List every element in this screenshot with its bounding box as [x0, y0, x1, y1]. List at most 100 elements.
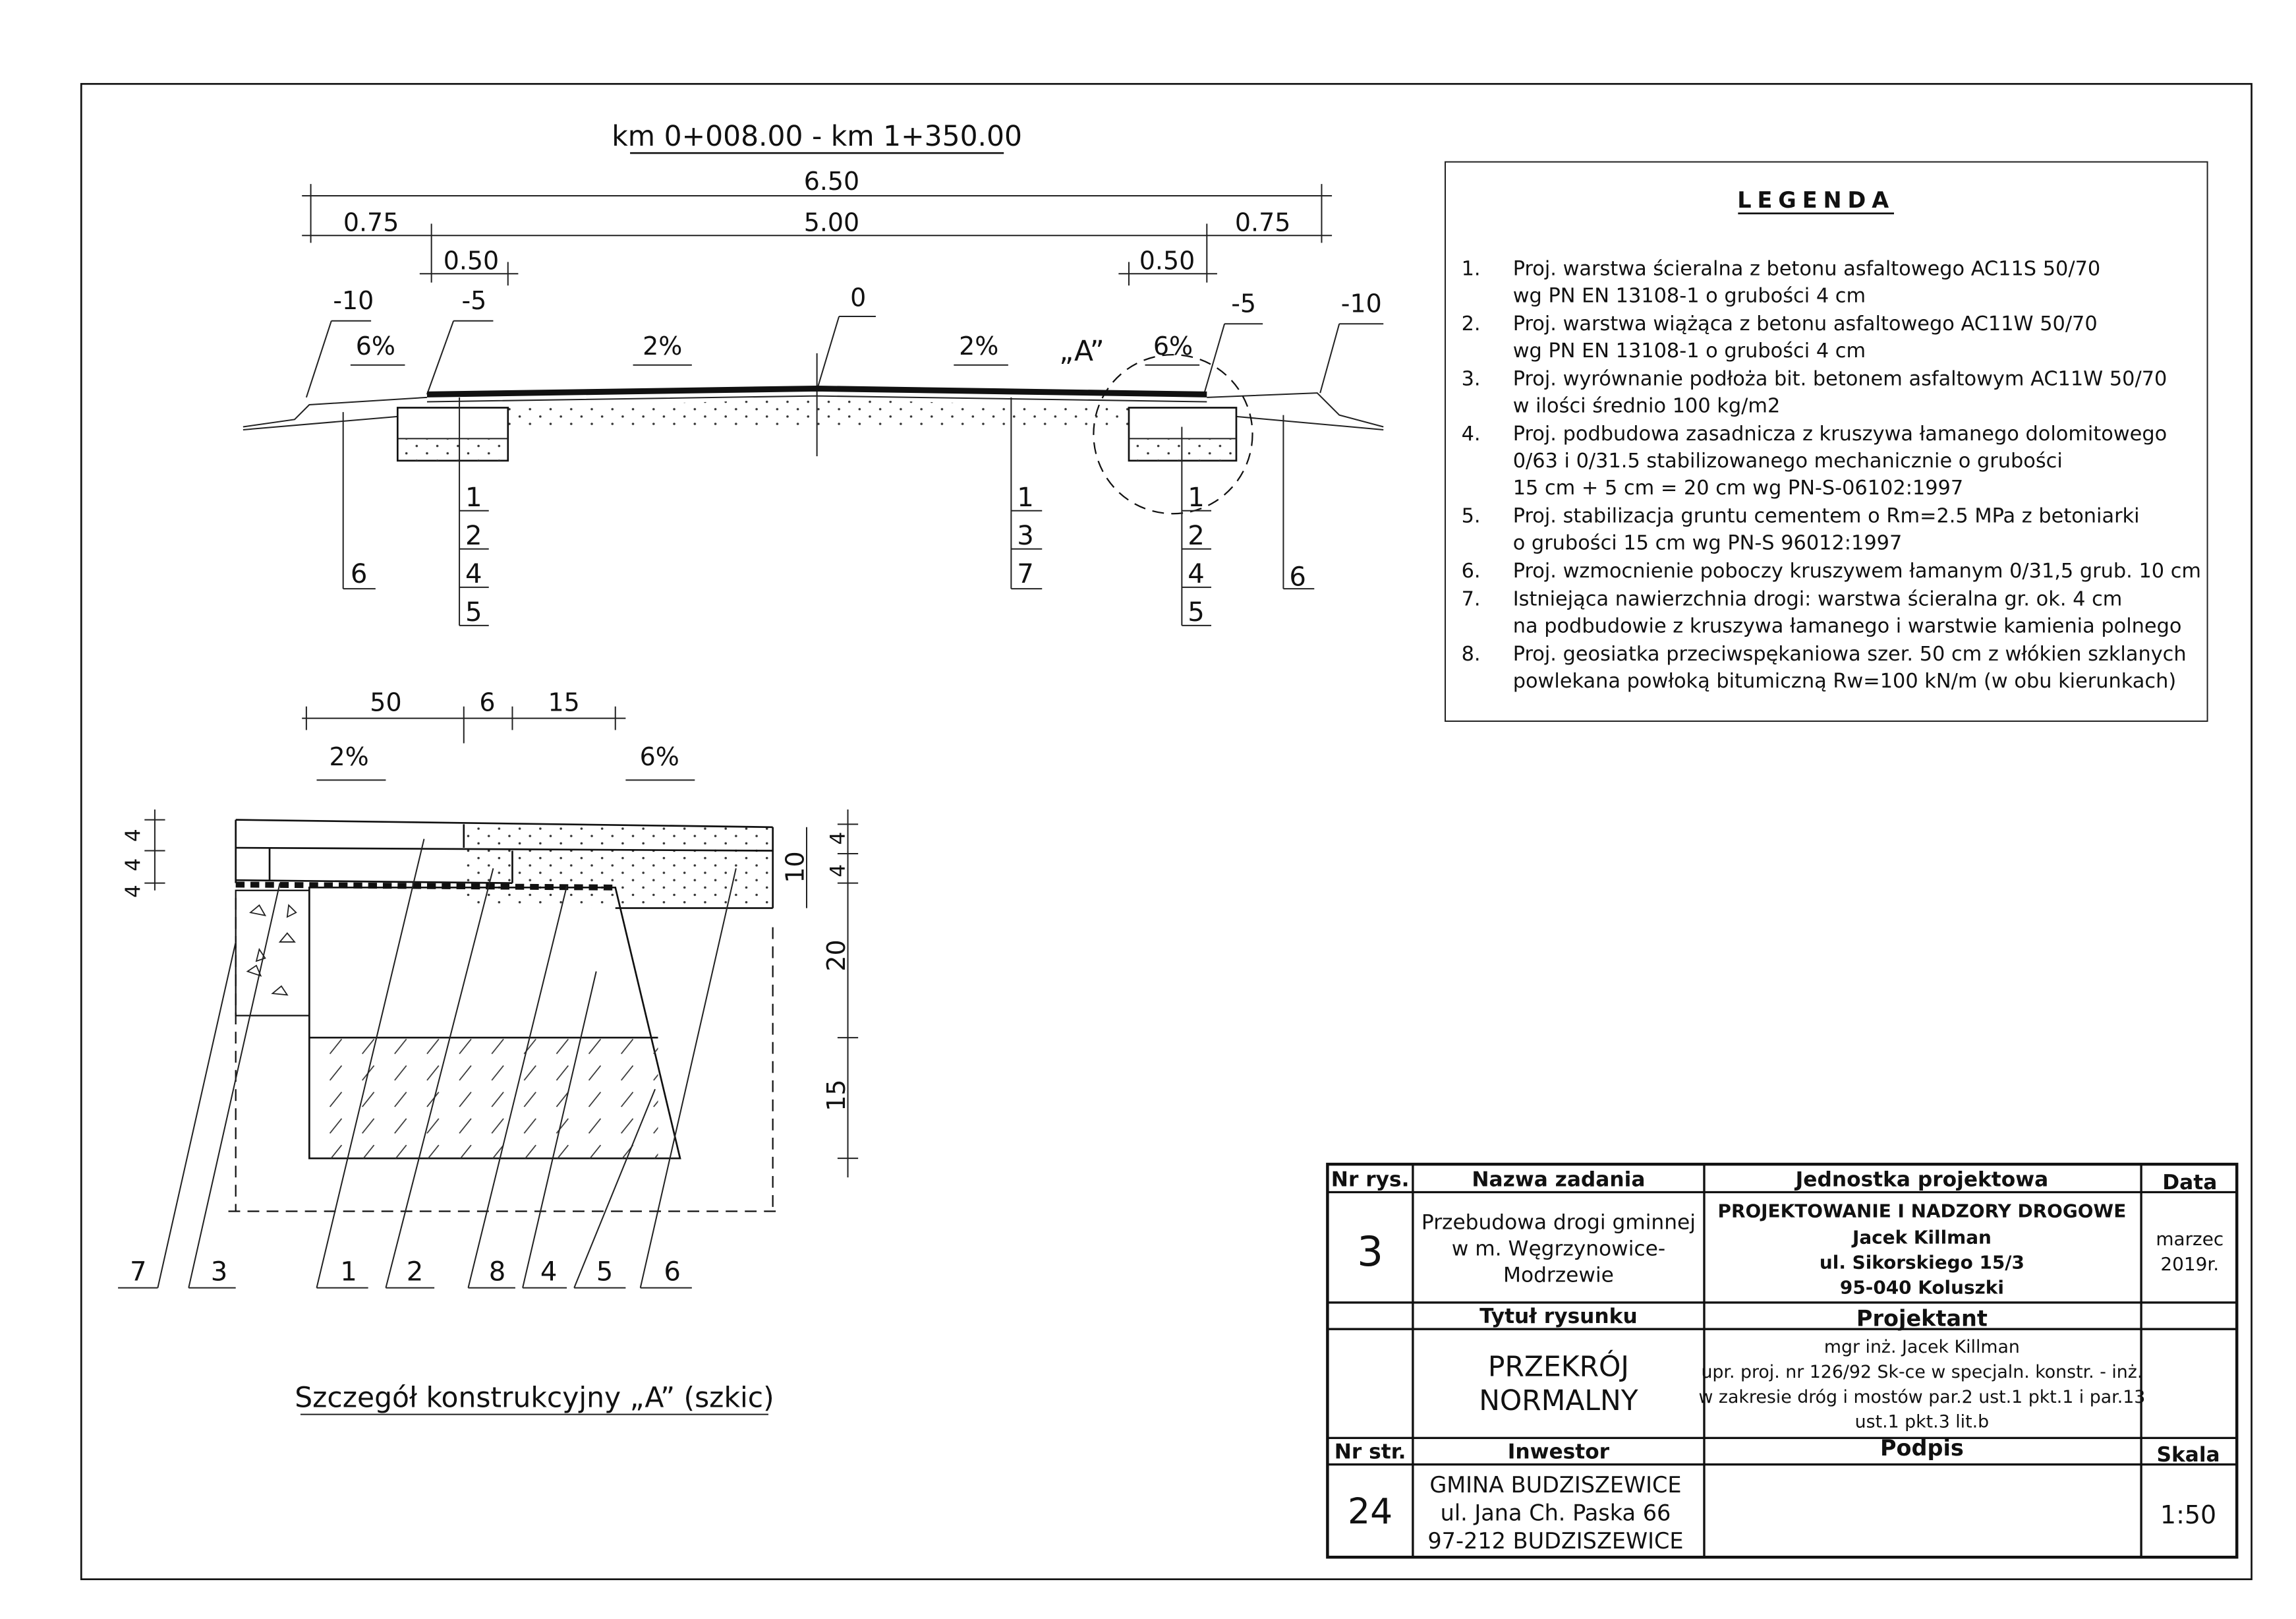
dim-total: 6.50	[804, 167, 859, 196]
elev-right-outer: -10	[1341, 289, 1382, 318]
detail-dim: 50	[370, 688, 401, 717]
legend: LEGENDA 1. Proj. warstwa ścieralna z beto…	[1445, 161, 2208, 722]
elev-left-outer: -10	[333, 286, 374, 315]
callouts: 1 2 4 5 6 1 3 7 1 2 4 5 6	[351, 483, 1306, 628]
legend-item-number: 4.	[1462, 423, 1481, 446]
tb-designer: upr. proj. nr 126/92 Sk-ce w specjaln. k…	[1701, 1362, 2142, 1382]
elev-left-inner: -5	[461, 286, 486, 315]
left-shoulder	[243, 396, 428, 430]
legend-item-text: w ilości średnio 100 kg/m2	[1513, 395, 1781, 418]
legend-item-text: powlekana powłoką bitumiczną Rw=100 kN/m…	[1513, 670, 2177, 693]
legend-item-text: o grubości 15 cm wg PN-S 96012:1997	[1513, 532, 1903, 555]
legend-item-text: Proj. wzmocnienie poboczy kruszywem łama…	[1513, 560, 2201, 583]
section-title: km 0+008.00 - km 1+350.00	[612, 121, 1022, 153]
callout: 6	[1289, 562, 1306, 593]
dim-shoulder-right: 0.75	[1235, 208, 1290, 237]
tb-header: Tytuł rysunku	[1479, 1305, 1638, 1328]
detail-callout: 3	[211, 1256, 228, 1287]
legend-item-text: Proj. wyrównanie podłoża bit. betonem as…	[1513, 368, 2167, 391]
legend-item-text: Proj. warstwa wiążąca z betonu asfaltowe…	[1513, 312, 2098, 336]
dim-shoulder-left: 0.75	[343, 208, 399, 237]
callout: 2	[465, 521, 482, 551]
road-surface	[426, 385, 1207, 397]
detail-dim-left: 4	[122, 829, 146, 842]
detail-callout: 4	[540, 1256, 558, 1287]
callout: 2	[1188, 521, 1205, 551]
legend-title: LEGENDA	[1737, 187, 1895, 213]
legend-item-number: 2.	[1462, 312, 1481, 336]
detail-dim-right: 20	[822, 939, 851, 971]
legend-item-text: na podbudowie z kruszywa łamanego i wars…	[1513, 615, 2182, 638]
detail-slope: 6%	[640, 742, 679, 771]
tb-unit: PROJEKTOWANIE I NADZORY DROGOWE	[1718, 1200, 2127, 1222]
dim-strip-right: 0.50	[1139, 247, 1195, 276]
legend-item-text: wg PN EN 13108-1 o grubości 4 cm	[1513, 285, 1866, 308]
tb-drawing-title: PRZEKRÓJ	[1488, 1350, 1629, 1384]
detail-marker: „A”	[1059, 336, 1105, 368]
dimension-lines	[302, 184, 1333, 286]
tb-unit: Jacek Killman	[1851, 1227, 1992, 1249]
elev-right-inner: -5	[1231, 289, 1256, 318]
legend-item-number: 6.	[1462, 560, 1481, 583]
tb-drawing-title: NORMALNY	[1479, 1385, 1638, 1417]
legend-item-number: 7.	[1462, 588, 1481, 611]
detail-dim-right: 15	[822, 1079, 851, 1111]
detail-callout: 2	[407, 1256, 424, 1287]
tb-date: marzec	[2156, 1228, 2224, 1250]
tb-header: Jednostka projektowa	[1794, 1168, 2049, 1192]
tb-header: Nr rys.	[1331, 1168, 1410, 1192]
detail-dim: 15	[548, 688, 579, 717]
legend-item-text: Proj. stabilizacja gruntu cementem o Rm=…	[1513, 505, 2140, 528]
tb-header: Skala	[2156, 1443, 2220, 1467]
tb-header: Podpis	[1880, 1435, 1964, 1461]
legend-item-text: 0/63 i 0/31.5 stabilizowanego mechaniczn…	[1513, 450, 2063, 473]
legend-item-number: 8.	[1462, 643, 1481, 666]
tb-header: Inwestor	[1508, 1440, 1610, 1464]
right-shoulder	[1207, 392, 1384, 430]
legend-item-text: 15 cm + 5 cm = 20 cm wg PN-S-06102:1997	[1513, 477, 1963, 500]
tb-designer: w zakresie dróg i mostów par.2 ust.1 pkt…	[1699, 1387, 2146, 1407]
callout: 1	[465, 483, 482, 513]
tb-investor: 97-212 BUDZISZEWICE	[1427, 1528, 1683, 1554]
callout: 7	[1017, 559, 1034, 589]
tb-header: Nazwa zadania	[1472, 1168, 1645, 1192]
dim-carriageway: 5.00	[804, 208, 859, 237]
base-trapezoid	[308, 886, 681, 1160]
sheet-frame	[80, 82, 2253, 1581]
tb-unit: 95-040 Koluszki	[1840, 1277, 2004, 1299]
callout: 3	[1017, 521, 1034, 551]
callout: 5	[465, 597, 482, 628]
callout: 1	[1188, 483, 1205, 513]
tb-task-name: w m. Węgrzynowice-	[1452, 1237, 1665, 1261]
elev-axis: 0	[850, 283, 866, 312]
callout: 6	[351, 559, 368, 589]
detail-dim: 6	[479, 688, 495, 717]
tb-page-number: 24	[1348, 1490, 1392, 1532]
callout: 1	[1017, 483, 1034, 513]
legend-item-text: wg PN EN 13108-1 o grubości 4 cm	[1513, 339, 1866, 363]
title-block: Nr rys. Nazwa zadania Jednostka projekto…	[1326, 1162, 2239, 1559]
cross-section: km 0+008.00 - km 1+350.00 6.50 0.75 5.00…	[243, 121, 1384, 628]
legend-item-text: Proj. warstwa ścieralna z betonu asfalto…	[1513, 258, 2101, 281]
detail-callout: 6	[664, 1256, 681, 1287]
legend-item-number: 3.	[1462, 368, 1481, 391]
callout: 4	[1188, 559, 1205, 589]
legend-item-number: 1.	[1462, 258, 1481, 281]
detail-a: 50 6 15 2% 6% 4 4 4 10 4 4 20 15 7 3 1 2…	[118, 688, 859, 1415]
detail-callout: 7	[130, 1256, 147, 1287]
tb-date: 2019r.	[2160, 1253, 2219, 1275]
slope-left-shoulder: 6%	[356, 332, 395, 361]
tb-header: Projektant	[1856, 1306, 1988, 1332]
tb-task-name: Modrzewie	[1503, 1264, 1614, 1287]
callout: 5	[1188, 597, 1205, 628]
tb-unit: ul. Sikorskiego 15/3	[1820, 1252, 2024, 1274]
detail-a-circle	[1093, 353, 1253, 515]
tb-investor: ul. Jana Ch. Paska 66	[1441, 1500, 1671, 1525]
slope-left-lane: 2%	[643, 332, 682, 361]
tb-investor: GMINA BUDZISZEWICE	[1429, 1472, 1681, 1498]
dim-strip-left: 0.50	[444, 247, 499, 276]
detail-dim-left: 4	[122, 885, 146, 898]
detail-dim-right: 4	[826, 832, 850, 845]
detail-dim-left: 4	[122, 858, 146, 871]
